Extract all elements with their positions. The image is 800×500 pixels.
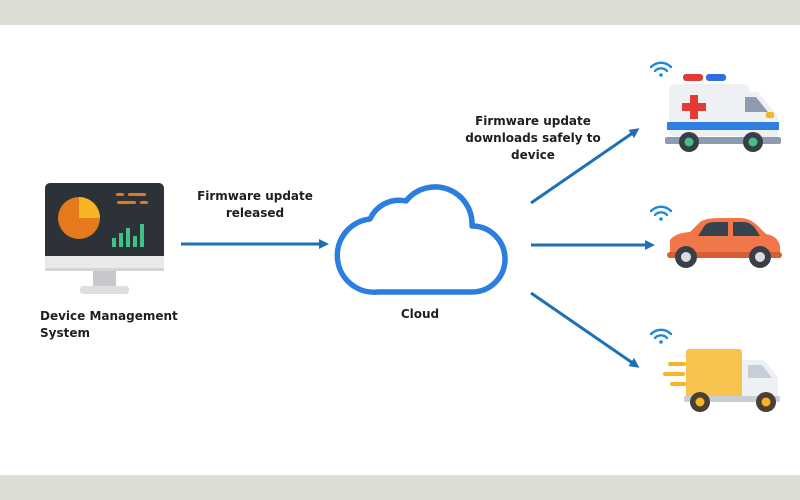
car-icon <box>667 218 782 268</box>
device-management-label-line2: System <box>40 326 90 340</box>
wifi-icon <box>649 328 673 344</box>
delivery-label: Firmware update downloads safely to devi… <box>458 113 608 164</box>
release-label: Firmware update released <box>195 188 315 222</box>
computer-monitor-icon <box>45 183 164 294</box>
device-management-label: Device Management System <box>40 308 178 342</box>
ambulance-icon <box>665 74 781 152</box>
bar-chart-icon <box>112 224 144 247</box>
arrow-to-ambulance <box>530 128 640 205</box>
cloud-label: Cloud <box>400 307 440 321</box>
cloud-icon <box>334 184 508 295</box>
release-label-line1: Firmware update <box>197 189 313 203</box>
wifi-icon <box>649 61 673 77</box>
delivery-label-line2: downloads safely to <box>465 131 601 145</box>
release-label-line2: released <box>225 206 285 220</box>
wifi-icon <box>649 205 673 221</box>
delivery-label-line3: device <box>511 148 555 162</box>
device-management-label-line1: Device Management <box>40 309 178 323</box>
delivery-truck-icon <box>663 349 780 412</box>
arrow-to-truck <box>530 291 640 368</box>
pie-chart-icon <box>58 197 100 239</box>
delivery-label-line1: Firmware update <box>475 114 591 128</box>
